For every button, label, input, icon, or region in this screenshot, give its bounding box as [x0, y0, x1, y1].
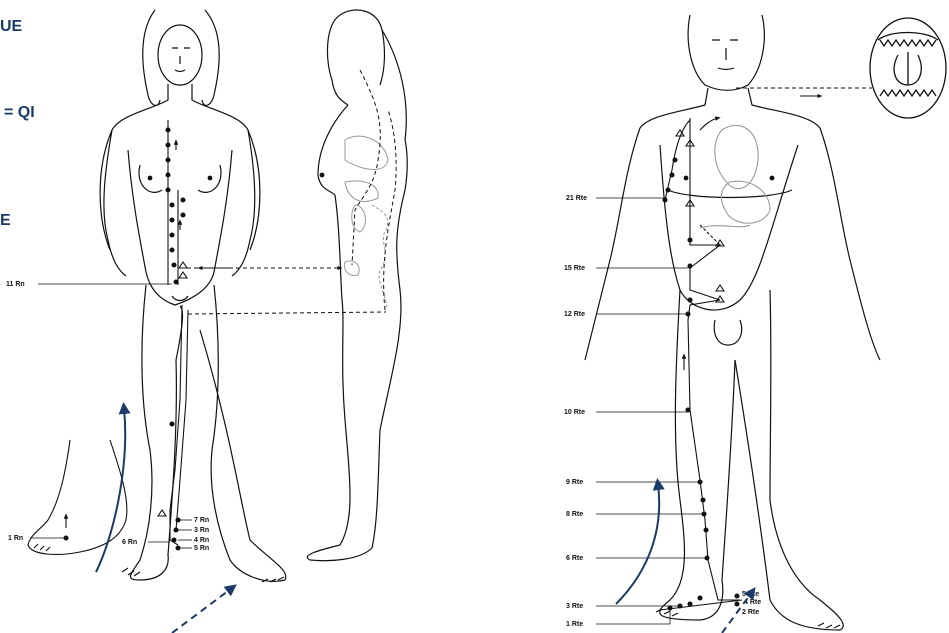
label-3-rn: 3 Rn [194, 527, 209, 534]
label-10-rte: 10 Rte [564, 409, 585, 416]
female-foot-inset [28, 440, 127, 554]
label-3-rte: 3 Rte [566, 603, 583, 610]
label-8-rte: 8 Rte [566, 511, 583, 518]
female-side-organs [344, 136, 388, 310]
label-1-rn: 1 Rn [8, 535, 23, 542]
mouth-inset [870, 18, 946, 118]
label-2-rte: 2 Rte [742, 609, 759, 616]
male-front-figure [585, 15, 880, 630]
label-9-rte: 9 Rte [566, 479, 583, 486]
label-6-rn: 6 Rn [122, 539, 137, 546]
label-1-rte: 1 Rte [566, 621, 583, 628]
label-4-rn: 4 Rn [194, 537, 209, 544]
label-7-rn: 7 Rn [194, 517, 209, 524]
male-organs [700, 125, 770, 228]
label-5-rte: 5 Rte [742, 591, 759, 598]
label-21-rte: 21 Rte [566, 195, 587, 202]
female-kidney-meridian [158, 120, 188, 550]
female-front-figure [100, 10, 286, 582]
label-6-rte: 6 Rte [566, 555, 583, 562]
female-flow-arrows [96, 408, 232, 633]
label-11-rn: 11 Rn [6, 281, 25, 288]
label-15-rte: 15 Rte [564, 265, 585, 272]
label-5-rn: 5 Rn [194, 545, 209, 552]
label-12-rte: 12 Rte [564, 311, 585, 318]
female-side-figure [307, 10, 407, 561]
